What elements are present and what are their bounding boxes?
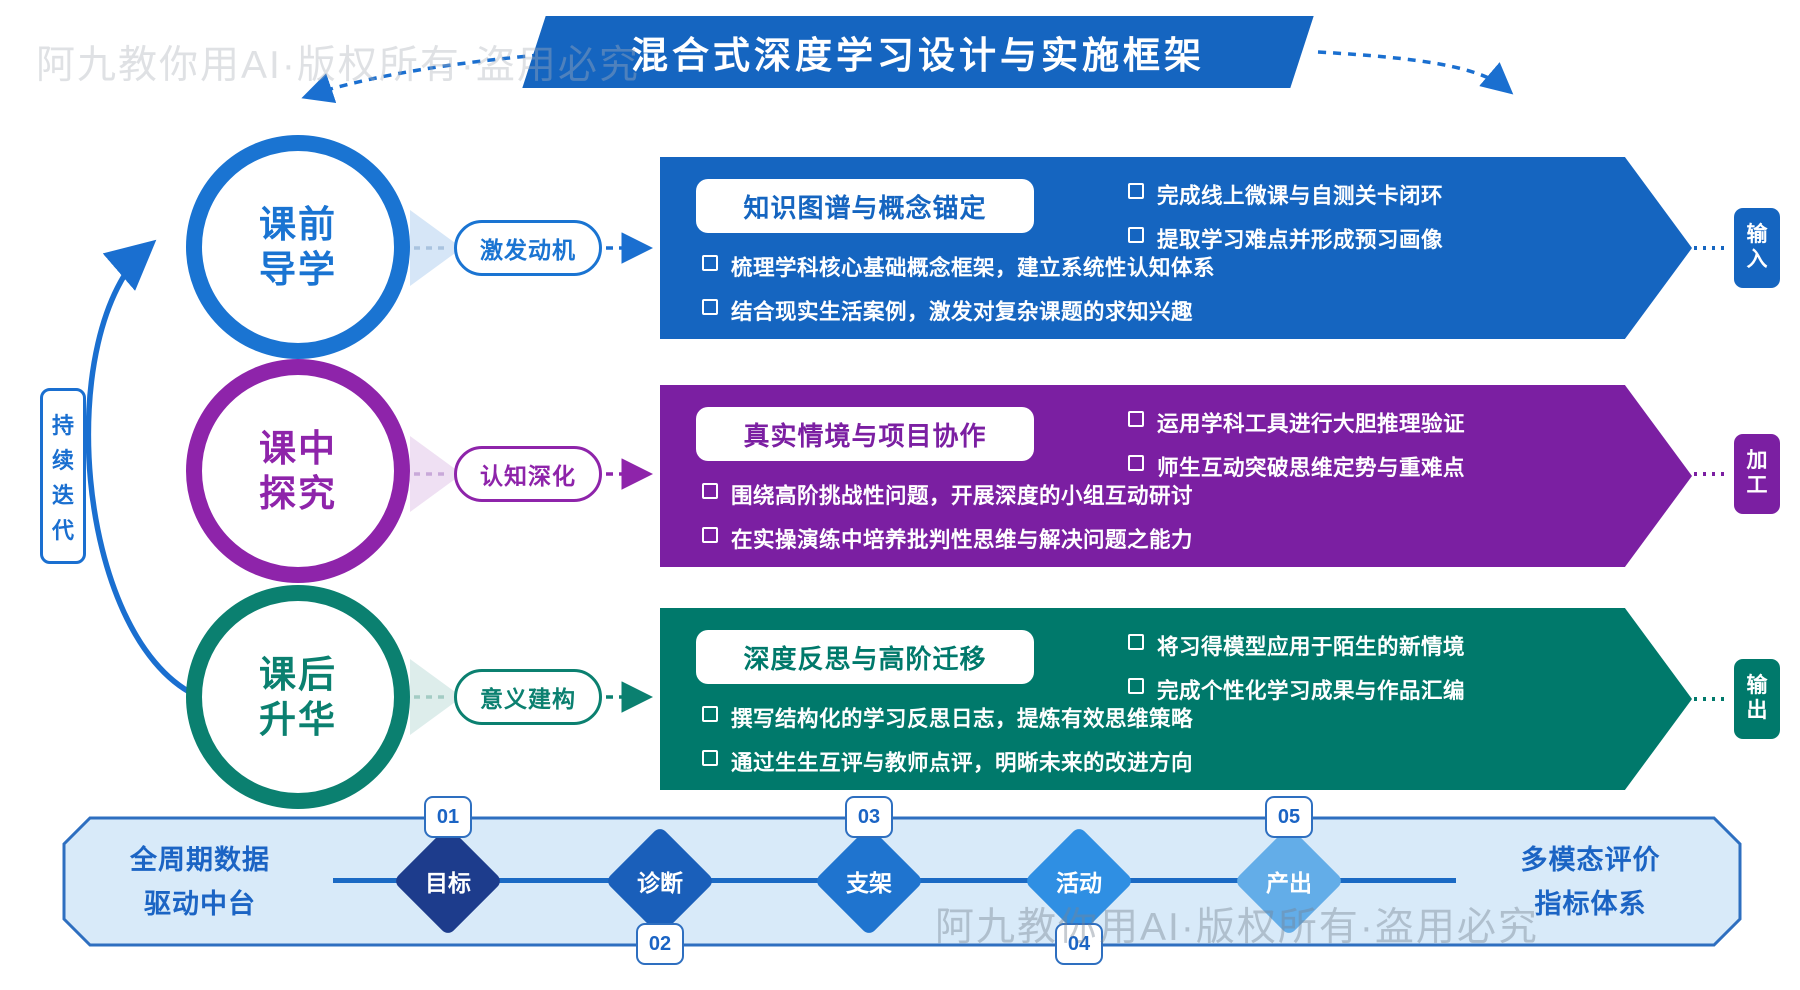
step-diamond-5: 产出 [1233,825,1345,937]
check-item: 结合现实生活案例，激发对复杂课题的求知兴趣 [702,295,1342,326]
step-number-badge-3: 03 [845,796,893,838]
step-diamond-2: 诊断 [604,825,716,937]
check-item: 提取学习难点并形成预习画像 [1128,223,1648,254]
title-banner: 混合式深度学习设计与实施框架 [522,16,1314,88]
check-item: 完成个性化学习成果与作品汇编 [1128,674,1648,705]
stage2-banner: 真实情境与项目协作 运用学科工具进行大胆推理验证 师生互动突破思维定势与重难点 … [660,385,1692,567]
bottom-left-label: 全周期数据 驱动中台 [130,845,270,919]
checkbox-icon [1128,455,1144,471]
stage1-banner: 知识图谱与概念锚定 完成线上微课与自测关卡闭环 提取学习难点并形成预习画像 梳理… [660,157,1692,339]
stage2-pill: 认知深化 [454,446,602,502]
step-diamond-4: 活动 [1023,825,1135,937]
stage3-banner-title: 深度反思与高阶迁移 [696,630,1034,684]
checkbox-icon [702,255,718,271]
check-item: 围绕高阶挑战性问题，开展深度的小组互动研讨 [702,479,1342,510]
title-dashed-arrow-right [1317,50,1514,95]
check-item: 梳理学科核心基础概念框架，建立系统性认知体系 [702,251,1342,282]
check-item: 在实操演练中培养批判性思维与解决问题之能力 [702,523,1342,554]
checkbox-icon [1128,183,1144,199]
checkbox-icon [702,483,718,499]
check-item: 将习得模型应用于陌生的新情境 [1128,630,1648,661]
stage2-banner-title: 真实情境与项目协作 [696,407,1034,461]
checkbox-icon [1128,227,1144,243]
stage1-io-tag: 输 入 [1734,208,1780,288]
stage1-triangle [410,210,462,286]
step-number-badge-4: 04 [1055,923,1103,965]
step-number-badge-2: 02 [636,923,684,965]
checkbox-icon [1128,678,1144,694]
stage3-circle: 课后 升华 [186,585,410,809]
step-number-badge-1: 01 [424,796,472,838]
check-item: 撰写结构化的学习反思日志，提炼有效思维策略 [702,702,1342,733]
checkbox-icon [702,527,718,543]
stage1-banner-title: 知识图谱与概念锚定 [696,179,1034,233]
checkbox-icon [702,706,718,722]
stage3-pill: 意义建构 [454,669,602,725]
cycle-label: 持 续 迭 代 [40,388,86,564]
stage2-io-tag: 加 工 [1734,434,1780,514]
bottom-right-label: 多模态评价 指标体系 [1520,845,1661,919]
checkbox-icon [702,750,718,766]
cycle-arrow [85,239,197,698]
check-item: 师生互动突破思维定势与重难点 [1128,451,1648,482]
stage1-circle: 课前 导学 [186,135,410,359]
stage2-triangle [410,436,462,512]
check-item: 通过生生互评与教师点评，明晰未来的改进方向 [702,746,1342,777]
step-number-badge-5: 05 [1265,796,1313,838]
checkbox-icon [1128,411,1144,427]
checkbox-icon [702,299,718,315]
page-title: 混合式深度学习设计与实施框架 [631,35,1205,76]
stage3-triangle [410,659,462,735]
step-diamond-1: 目标 [392,825,504,937]
stage3-io-tag: 输 出 [1734,659,1780,739]
title-dashed-arrow-left [301,53,541,104]
check-item: 运用学科工具进行大胆推理验证 [1128,407,1648,438]
stage3-banner: 深度反思与高阶迁移 将习得模型应用于陌生的新情境 完成个性化学习成果与作品汇编 … [660,608,1692,790]
check-item: 完成线上微课与自测关卡闭环 [1128,179,1648,210]
stage1-pill: 激发动机 [454,220,602,276]
stage2-circle: 课中 探究 [186,359,410,583]
checkbox-icon [1128,634,1144,650]
step-diamond-3: 支架 [813,825,925,937]
